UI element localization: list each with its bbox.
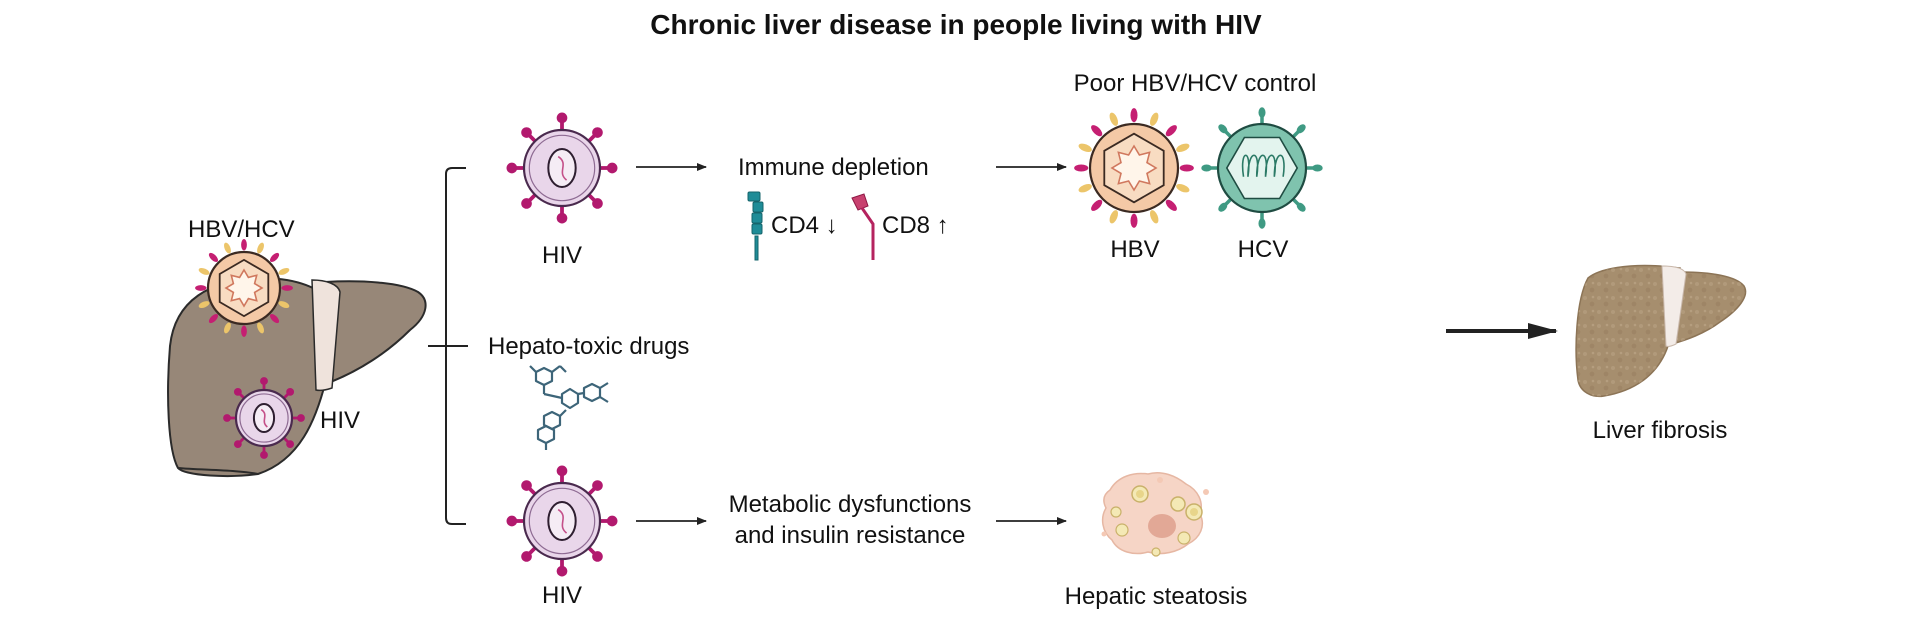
cd4-receptor-icon [747, 191, 764, 261]
steatosis-icon [1101, 472, 1209, 557]
left-hiv-label: HIV [320, 407, 361, 434]
arrows [636, 163, 1558, 525]
cd8-label: CD8 ↑ [882, 212, 949, 239]
metabolic-label-line2: and insulin resistance [734, 522, 966, 549]
liver-gallbladder-band [311, 279, 341, 392]
poor-control-label: Poor HBV/HCV control [1073, 70, 1317, 97]
liver-fibrosis-label: Liver fibrosis [1592, 417, 1728, 444]
liver-edge-shadow [177, 467, 259, 475]
branch-bracket [428, 167, 468, 525]
left-hbv-virus-icon [195, 239, 293, 337]
left-hiv-virus-icon [223, 377, 305, 459]
hcv-virus-icon [1201, 107, 1323, 229]
hbv-label: HBV [1110, 236, 1160, 263]
left-liver [167, 276, 427, 477]
cd8-receptor-icon [851, 193, 875, 260]
fibrotic-liver-icon [1575, 264, 1747, 398]
immune-depletion-label: Immune depletion [738, 154, 929, 181]
metabolic-label-line1: Metabolic dysfunctions [728, 491, 972, 518]
liver-lobe-right [318, 280, 427, 388]
top-hiv-label: HIV [541, 242, 582, 269]
cd4-label: CD4 ↓ [771, 212, 838, 239]
bottom-hiv-virus-icon [506, 465, 618, 577]
left-hbv-hcv-label: HBV/HCV [188, 216, 295, 243]
top-hiv-virus-icon [506, 112, 618, 224]
figure-title: Chronic liver disease in people living w… [650, 9, 1262, 40]
hbv-virus-icon [1074, 108, 1194, 228]
hcv-label: HCV [1237, 236, 1289, 263]
drug-molecule-icon [529, 365, 609, 450]
virus-layer [195, 107, 1323, 577]
bottom-hiv-label: HIV [541, 582, 582, 609]
hepatotoxic-drugs-label: Hepato-toxic drugs [488, 333, 690, 360]
hepatic-steatosis-label: Hepatic steatosis [1064, 583, 1248, 610]
